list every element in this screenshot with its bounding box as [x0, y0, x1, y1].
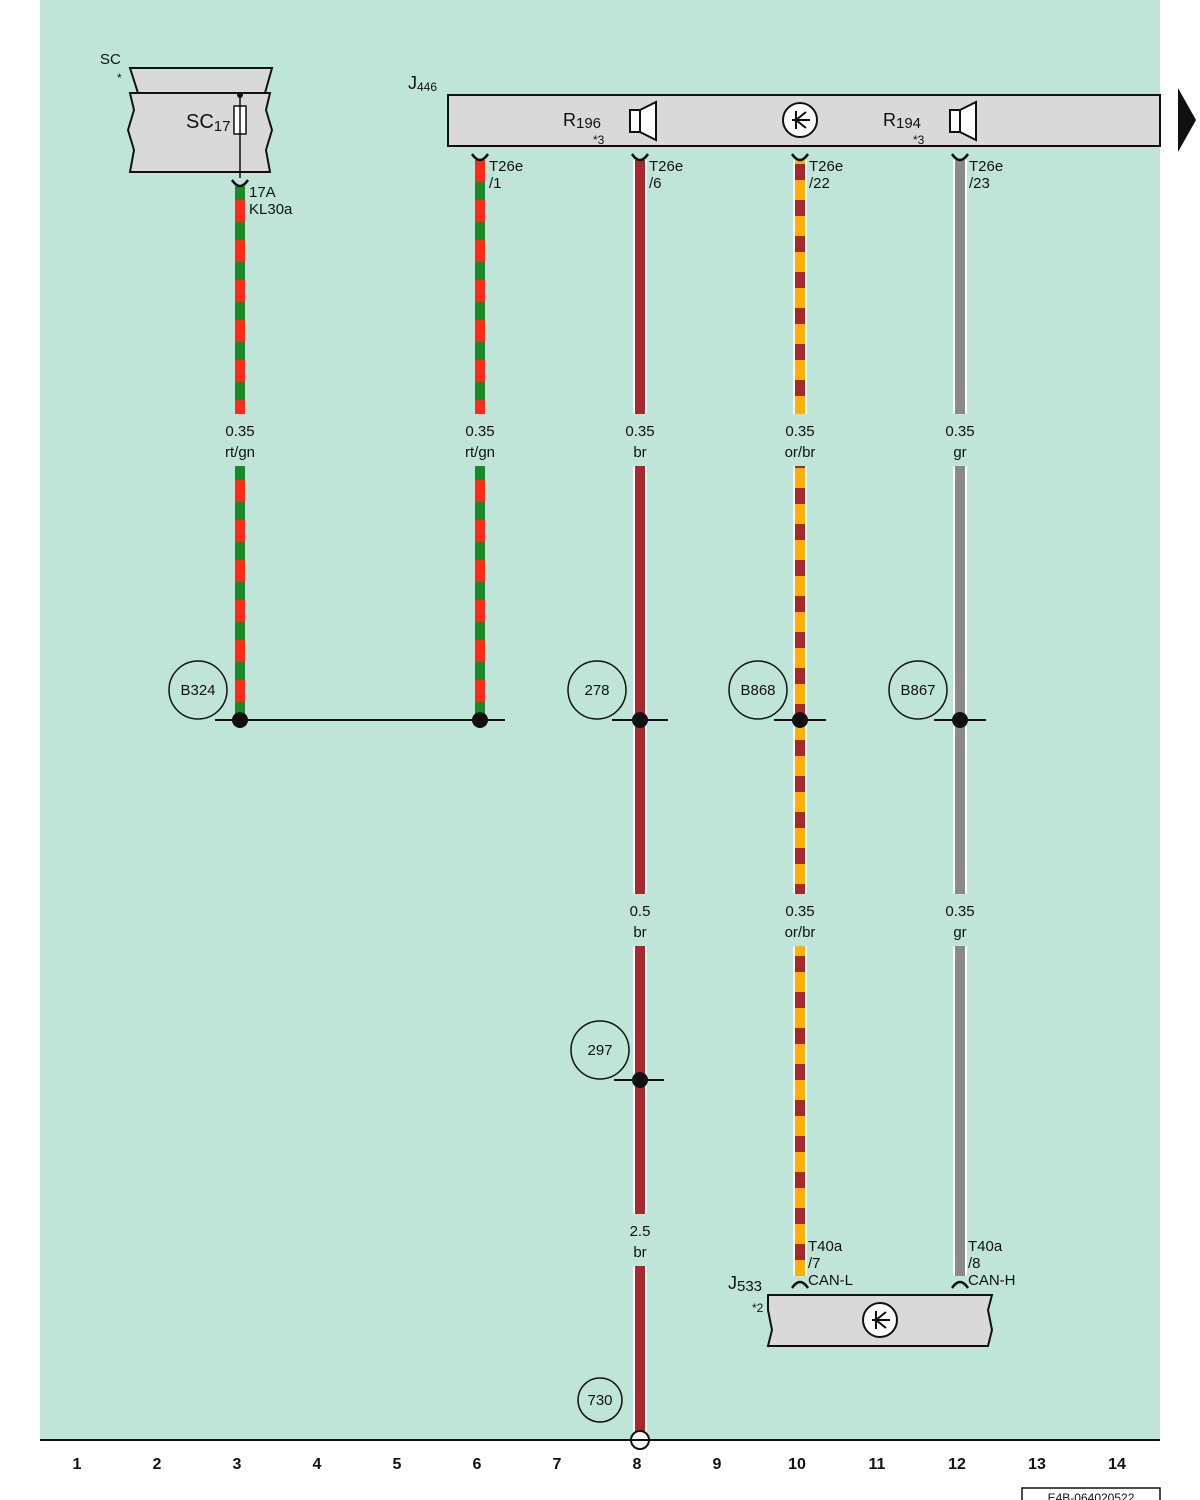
- wire-color: gr: [953, 924, 966, 941]
- junction-dot: [952, 712, 968, 728]
- grid-number: 9: [713, 1456, 722, 1473]
- wire-gr-col12: [953, 160, 967, 1276]
- label-sc: SC: [100, 51, 121, 68]
- wire-size: 0.35: [945, 903, 974, 920]
- node-label: B324: [180, 682, 215, 699]
- pin-label: /8: [968, 1255, 981, 1272]
- wire-color: br: [633, 1244, 646, 1261]
- wire-color: br: [633, 924, 646, 941]
- grid-number: 8: [633, 1456, 642, 1473]
- grid-number: 1: [73, 1456, 82, 1473]
- wire-rt-gn-col6-lower: [475, 466, 485, 720]
- wire-size: 0.35: [225, 423, 254, 440]
- module-j446: [447, 94, 1161, 147]
- label-sc-star: *: [117, 71, 122, 85]
- wire-size: 0.35: [785, 903, 814, 920]
- doc-id-box: [1021, 1487, 1161, 1500]
- junction-dot: [632, 712, 648, 728]
- label-r196: R196: [563, 110, 601, 132]
- wire-color: rt/gn: [225, 444, 255, 461]
- grid-number: 14: [1108, 1456, 1126, 1473]
- node-label: 730: [587, 1392, 612, 1409]
- pin-label: /6: [649, 175, 662, 192]
- speaker-icon: [949, 100, 977, 142]
- wire-labels: 0.35 rt/gn 0.35 rt/gn 0.35 br 0.35 or/br…: [225, 423, 975, 1261]
- pin-label: T26e: [489, 158, 523, 175]
- wire-color: or/br: [785, 444, 816, 461]
- wire-rt-gn-col3-upper: [235, 186, 245, 414]
- fuse-box-sc: [126, 67, 274, 178]
- pin-label: /7: [808, 1255, 821, 1272]
- label-j446: J446: [408, 73, 437, 94]
- wire-or-br-col10: [793, 160, 807, 1276]
- pin-label: T26e: [969, 158, 1003, 175]
- grid-number: 2: [153, 1456, 162, 1473]
- grid-number: 3: [233, 1456, 242, 1473]
- doc-id: E4B-064020522: [1048, 1491, 1135, 1500]
- speaker-icon: [629, 100, 657, 142]
- junction-dot: [792, 712, 808, 728]
- wire-size: 0.35: [625, 423, 654, 440]
- pin-label: T26e: [809, 158, 843, 175]
- wire-size: 0.5: [630, 903, 651, 920]
- label-sc17: SC17: [186, 111, 230, 135]
- grid-number: 4: [313, 1456, 322, 1473]
- node-label: 278: [584, 682, 609, 699]
- wire-size: 2.5: [630, 1223, 651, 1240]
- grid-number: 7: [553, 1456, 562, 1473]
- junction-dot: [632, 1072, 648, 1088]
- connector-pin-icons: [230, 153, 970, 1289]
- label-kl-pin: 17A: [249, 184, 276, 201]
- label-kl-name: KL30a: [249, 201, 293, 218]
- wire-rt-gn-col6-upper: [475, 160, 485, 414]
- wire-rt-gn-col3-lower: [235, 466, 245, 720]
- wire-color: rt/gn: [465, 444, 495, 461]
- node-label: 297: [587, 1042, 612, 1059]
- note-r196: *3: [593, 133, 605, 147]
- continuation-arrow-icon: [1178, 88, 1196, 152]
- can-transceiver-icon: [782, 102, 818, 138]
- pin-label: /22: [809, 175, 830, 192]
- pin-label: CAN-L: [808, 1272, 853, 1289]
- label-j533: J533: [728, 1273, 762, 1295]
- grid-number: 6: [473, 1456, 482, 1473]
- pin-label: T40a: [808, 1238, 843, 1255]
- wire-color: br: [633, 444, 646, 461]
- wire-size: 0.35: [785, 423, 814, 440]
- note-r194: *3: [913, 133, 925, 147]
- wire-size: 0.35: [945, 423, 974, 440]
- grid-number: 13: [1028, 1456, 1046, 1473]
- grid-number: 5: [393, 1456, 402, 1473]
- can-transceiver-icon: [862, 1302, 898, 1338]
- pin-label: CAN-H: [968, 1272, 1016, 1289]
- pin-label: /1: [489, 175, 502, 192]
- node-label: B867: [900, 682, 935, 699]
- junction-dot: [472, 712, 488, 728]
- grid-number: 12: [948, 1456, 966, 1473]
- note-j533: *2: [752, 1301, 764, 1315]
- label-r194: R194: [883, 110, 921, 132]
- grid-number: 10: [788, 1456, 806, 1473]
- node-markers: [168, 660, 948, 1423]
- grid-number: 11: [869, 1456, 886, 1473]
- pin-label: /23: [969, 175, 990, 192]
- module-j533: [766, 1294, 994, 1347]
- node-label: B868: [740, 682, 775, 699]
- wire-color: or/br: [785, 924, 816, 941]
- pin-label: T40a: [968, 1238, 1003, 1255]
- pin-label: T26e: [649, 158, 683, 175]
- wire-size: 0.35: [465, 423, 494, 440]
- diagram-background: [40, 0, 1160, 1440]
- junction-dot: [232, 712, 248, 728]
- wire-color: gr: [953, 444, 966, 461]
